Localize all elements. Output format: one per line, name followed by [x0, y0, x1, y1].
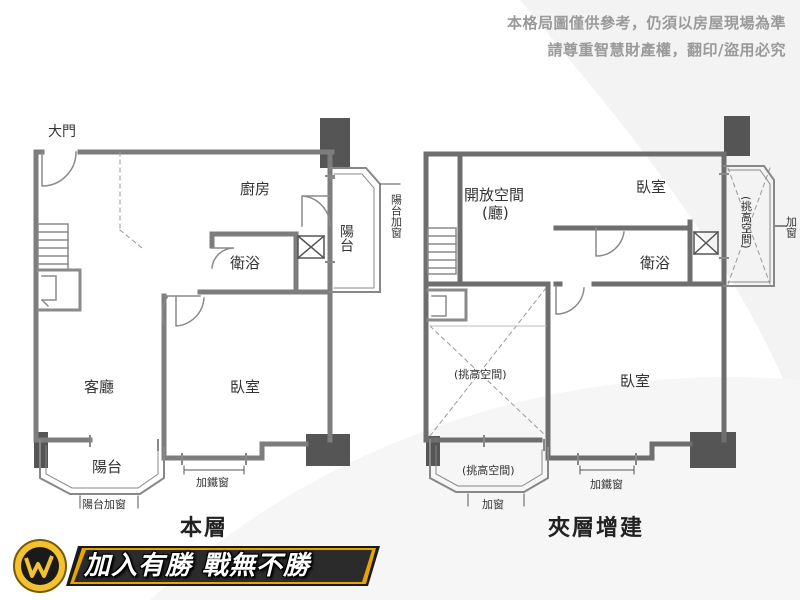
label-bedroom: 臥室 — [230, 378, 260, 396]
copyright-notice-line2: 請尊重智慧財產權，翻印/盜用必究 — [547, 41, 786, 59]
main-dashed-lines — [119, 151, 143, 249]
mezz-sink — [692, 230, 720, 256]
mezz-high-ceiling-x — [429, 167, 771, 437]
main-window-ticks — [89, 175, 335, 465]
main-sink — [296, 234, 326, 260]
mezz-column-top-right — [724, 116, 750, 156]
label-window-side: 加窗 — [785, 216, 798, 239]
mezz-front-window — [429, 439, 549, 493]
slogan-banner — [13, 539, 380, 593]
copyright-notice-line1: 本格局圖僅供參考，仍須以房屋現場為準 — [506, 14, 786, 32]
label-open-space-sub: (廳) — [482, 204, 509, 222]
label-living-room: 客廳 — [84, 378, 114, 396]
label-front-balcony-addition: 陽台加窗 — [82, 497, 126, 511]
main-front-balcony — [39, 439, 165, 495]
mezzanine-title: 夾層增建 — [548, 516, 645, 541]
mezz-measure-lines — [467, 465, 635, 507]
column-top-right — [320, 118, 350, 168]
label-entrance: 大門 — [48, 124, 76, 140]
label-bathroom: 衛浴 — [640, 254, 670, 272]
label-side-balcony-addition: 陽台加窗 — [390, 194, 403, 239]
label-iron-window: 加鐵窗 — [590, 477, 623, 491]
mezz-walls — [423, 151, 727, 461]
mezz-doors — [555, 227, 625, 315]
label-iron-window: 加鐵窗 — [196, 475, 229, 489]
label-high-ceiling-front: (挑高空間) — [462, 463, 515, 477]
mezz-column-bottom-right — [690, 432, 736, 468]
slogan-text: 加入有勝 戰無不勝 — [84, 551, 311, 581]
mezz-stairs — [426, 227, 468, 322]
main-stairs — [36, 223, 82, 312]
main-doors — [41, 151, 331, 327]
label-bedroom-bottom: 臥室 — [620, 372, 650, 390]
main-floor-title: 本層 — [180, 516, 229, 541]
mezz-window-ticks — [483, 435, 637, 465]
main-floor-walls — [33, 149, 335, 461]
label-window-front: 加窗 — [482, 497, 504, 511]
label-high-ceiling-side: (挑高空間) — [740, 196, 753, 249]
label-front-balcony: 陽台 — [92, 458, 122, 476]
main-iron-window-line — [79, 183, 401, 509]
label-kitchen: 廚房 — [240, 180, 270, 198]
label-side-balcony: 陽台 — [338, 224, 354, 252]
mezz-side-window — [719, 165, 787, 287]
brand-logo-icon — [13, 539, 67, 593]
label-open-space: 開放空間 — [464, 186, 524, 204]
label-bathroom: 衛浴 — [230, 254, 260, 272]
label-high-ceiling-center: (挑高空間) — [454, 367, 507, 381]
label-bedroom-top: 臥室 — [636, 178, 666, 196]
